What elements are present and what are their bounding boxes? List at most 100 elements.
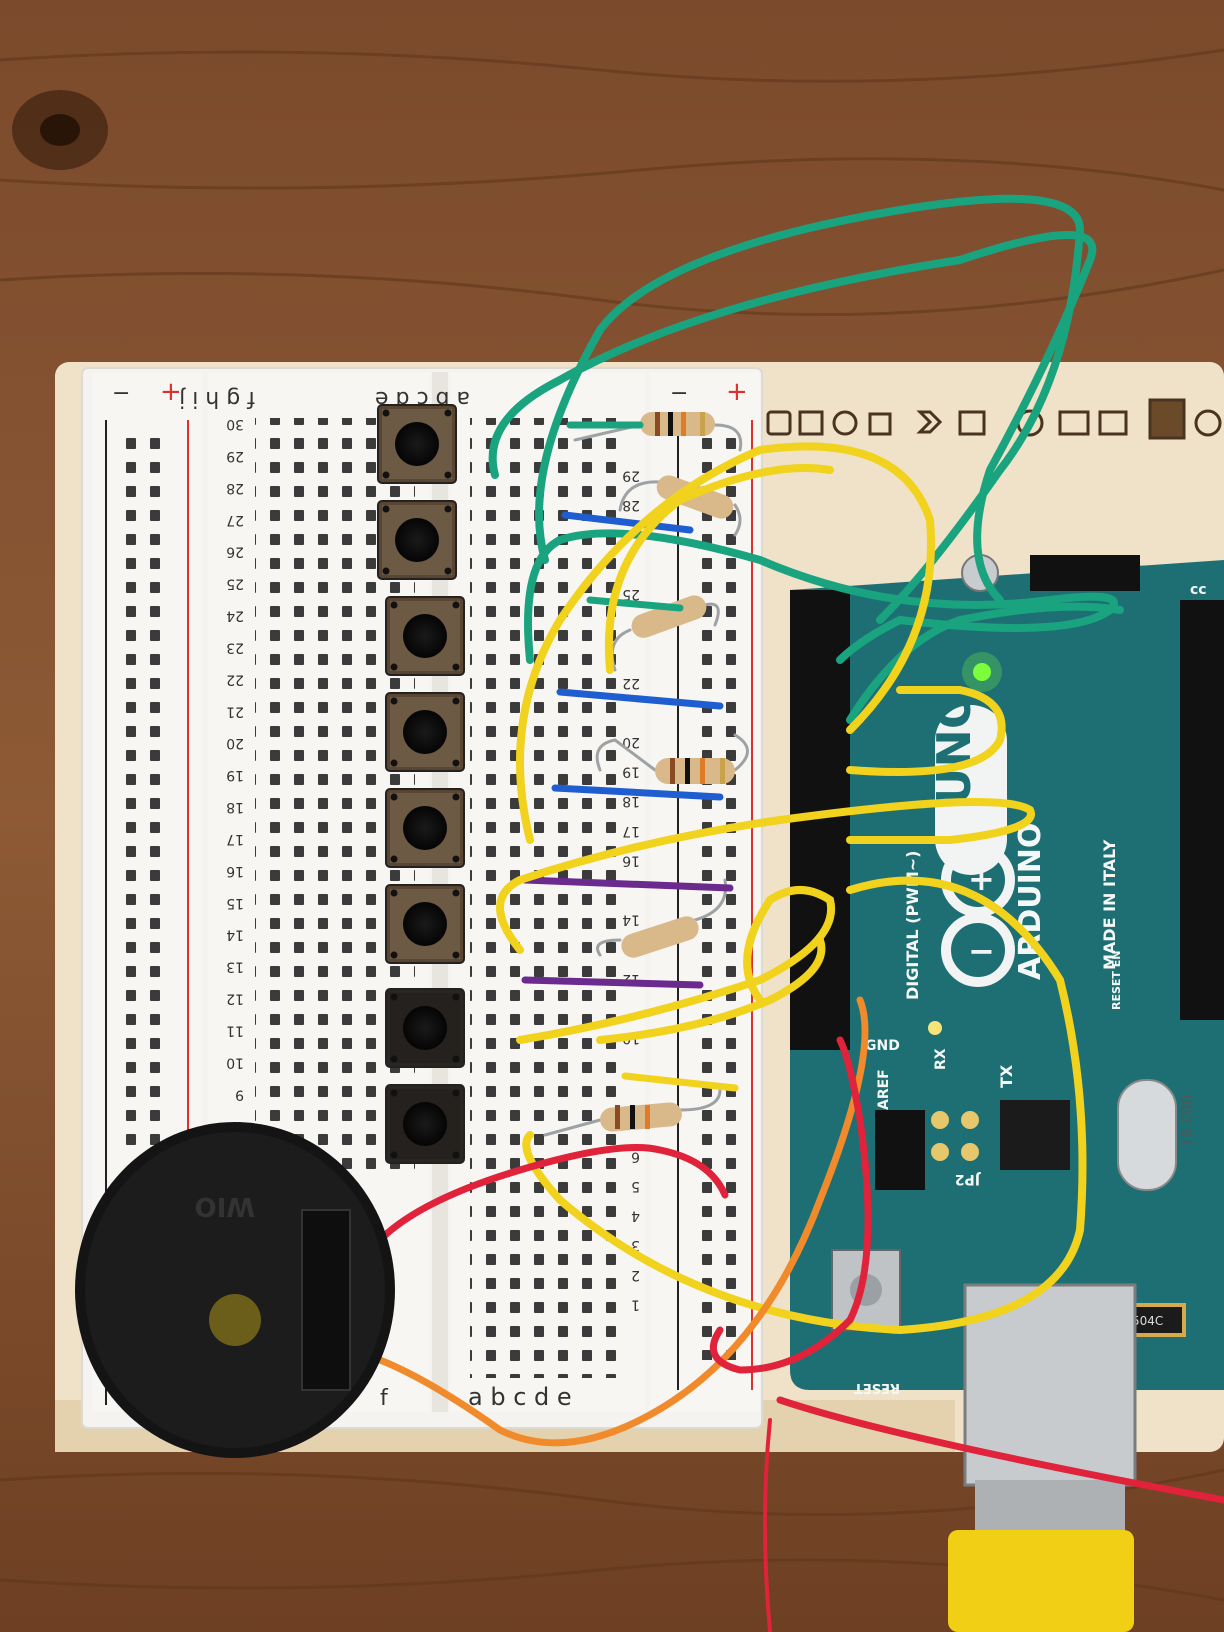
row-number-label: 21 [226, 703, 244, 719]
buzzer-hole [209, 1294, 261, 1346]
push-button[interactable] [385, 988, 465, 1068]
buzzer-marking: WIO [195, 1191, 255, 1221]
right-rail-minus-label: − [670, 381, 688, 406]
usb-chip [1000, 1100, 1070, 1170]
red-wire [763, 1418, 772, 1632]
icsp2-header [875, 1110, 925, 1190]
left-rail-holes [120, 430, 172, 1150]
jp2-label: JP2 [955, 1171, 981, 1187]
wood-knot-core [40, 114, 80, 146]
resistor [610, 595, 720, 672]
row-number-label: 28 [226, 480, 244, 496]
wood-grain [0, 48, 1224, 1602]
green-wire [535, 194, 1085, 624]
yellow-wire [516, 886, 836, 1044]
yellow-wire [516, 442, 935, 844]
usb-cable-plug [948, 1530, 1134, 1632]
made-in-text: MADE IN ITALY [1100, 839, 1119, 970]
right-row-number-label: 1 [631, 1296, 640, 1312]
push-button[interactable] [385, 788, 465, 868]
blue-jumper [556, 688, 724, 710]
green-wire [846, 602, 1124, 724]
engraved-symbols [766, 398, 1222, 440]
push-button[interactable] [377, 500, 457, 580]
yellow-wire [496, 464, 1035, 954]
row-number-label: 14 [226, 927, 244, 943]
short-jumpers [521, 421, 739, 1092]
gnd-label: GND [865, 1038, 900, 1054]
row-number-label: 22 [226, 671, 244, 687]
right-row-number-label: 4 [631, 1208, 640, 1224]
row-number-label: 30 [226, 416, 244, 432]
row-number-label: 19 [226, 767, 244, 783]
row-number-label: 11 [226, 1022, 244, 1038]
row-number-label: 25 [226, 576, 244, 592]
piezo-buzzer: WIO [75, 1122, 395, 1458]
right-row-number-label: 2 [631, 1267, 640, 1283]
purple-jumper [521, 976, 704, 989]
right-row-number-label: 22 [622, 675, 640, 691]
row-number-label: 18 [226, 799, 244, 815]
row-number-label: 26 [226, 544, 244, 560]
resistor [573, 412, 743, 452]
push-button[interactable] [377, 404, 457, 484]
push-buttons [377, 404, 465, 1164]
tx-led [928, 1021, 942, 1035]
right-row-number-label: 3 [631, 1237, 640, 1253]
right-row-number-label: 28 [622, 497, 640, 513]
row-number-label: 13 [226, 959, 244, 975]
resistors [543, 412, 749, 1137]
row-number-label: 23 [226, 639, 244, 655]
right-row-number-label: 18 [622, 793, 640, 809]
jp2-pad [931, 1111, 949, 1129]
left-rail-minus-label: − [112, 381, 130, 406]
blue-jumper [551, 784, 724, 801]
row-number-label: 9 [235, 1086, 244, 1102]
resistor [595, 733, 749, 784]
row-number-label: 17 [226, 831, 244, 847]
yellow-wire [596, 936, 826, 1044]
row-number-label: 29 [226, 448, 244, 464]
left-rail-plus-label: + [160, 377, 182, 407]
arduino-icsp-header [1030, 555, 1140, 591]
row-number-label: 24 [226, 608, 244, 624]
push-button[interactable] [385, 1084, 465, 1164]
power-led-green [973, 663, 991, 681]
push-button[interactable] [385, 596, 465, 676]
row-number-label: 15 [226, 895, 244, 911]
right-row-number-label: 16 [622, 852, 640, 868]
right-rail-holes [690, 430, 742, 1360]
right-rail-plus-label: + [726, 377, 748, 407]
row-number-label: 12 [226, 991, 244, 1007]
blue-jumper [561, 511, 694, 534]
arduino-logo-icon [941, 843, 1015, 987]
right-row-number-label: 29 [622, 468, 640, 484]
row-number-label: 27 [226, 512, 244, 528]
uno-text: UNO [927, 690, 981, 805]
rx-label: RX [933, 1048, 949, 1070]
digital-label: DIGITAL (PWM~) [903, 851, 922, 1000]
logo-minus: − [968, 932, 995, 970]
power-wires [376, 996, 1224, 1632]
red-wire [776, 1396, 1224, 1504]
row-number-label: 16 [226, 863, 244, 879]
red-wire [709, 1036, 872, 1374]
right-row-number-label: 25 [622, 586, 640, 602]
yellow-jumper [621, 1072, 739, 1092]
right-row-number-label: 20 [622, 734, 640, 750]
yellow-wire [522, 876, 1087, 1335]
red-wire [376, 1144, 729, 1244]
reset-label: RESET [854, 1380, 900, 1395]
purple-jumper [521, 876, 734, 892]
push-button[interactable] [385, 692, 465, 772]
power-led-glow [962, 652, 1002, 692]
row-number-label: 20 [226, 735, 244, 751]
push-button[interactable] [385, 884, 465, 964]
bottom-left-column-letter: f [380, 1386, 389, 1411]
cc-label: cc [1190, 582, 1207, 598]
left-column-letters: f g h i j [179, 386, 255, 411]
buzzer-pins-housing [301, 1209, 351, 1391]
bottom-right-column-letters: a b c d e [468, 1383, 572, 1411]
green-wire [488, 231, 1097, 604]
